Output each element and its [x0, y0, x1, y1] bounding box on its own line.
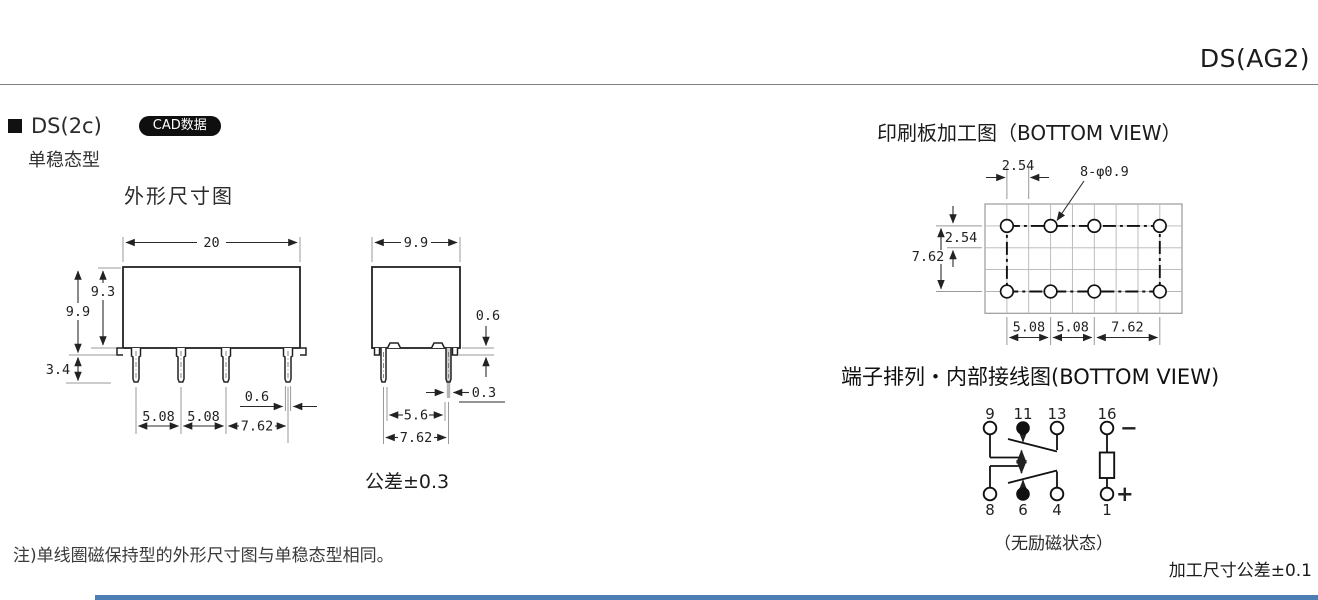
footer-accent-bar [95, 595, 1318, 600]
relay-body-front [122, 266, 301, 349]
coil-symbol [1098, 451, 1116, 479]
pcb-outline [984, 203, 1183, 314]
pcb-chain-outline [1005, 224, 1161, 293]
dim-front-pin-width: 0.6 [245, 389, 269, 405]
dim-pcb-col-b: 5.08 [1056, 320, 1089, 336]
pcb-grid [985, 204, 1182, 314]
footnote: 注)单线圈磁保持型的外形尺寸图与单稳态型相同。 [13, 546, 394, 566]
pin-cross-section-highlight [446, 380, 451, 398]
wiring-terminals [982, 420, 1115, 502]
header-rule [0, 84, 1318, 85]
dim-side-standoff: 0.6 [476, 308, 500, 324]
section-square-icon [8, 119, 22, 133]
dim-pcb-row-span: 7.62 [912, 249, 945, 265]
side-view-drawing: 9.9 0.6 0.3 5.6 7.62 [371, 235, 505, 446]
dim-side-width: 9.9 [404, 235, 428, 251]
dim-front-width: 20 [203, 235, 219, 251]
pcb-holes [999, 218, 1167, 299]
pin-label-11: 11 [1013, 405, 1032, 423]
page-title: DS(AG2) [1199, 44, 1310, 73]
dim-pcb-row-offset: 2.54 [945, 230, 978, 246]
dim-front-pitch-a: 5.08 [142, 409, 175, 425]
dim-front-body-height: 9.3 [91, 284, 115, 300]
terminal-6-filled [1016, 487, 1030, 501]
section-title: DS(2c) [31, 114, 102, 138]
dim-front-pitch-b: 5.08 [187, 409, 220, 425]
section-heading: DS(2c) CAD数据 [8, 114, 221, 138]
relay-body-side [371, 266, 461, 349]
pin-label-4: 4 [1052, 501, 1062, 519]
coil-plus-sign: + [1116, 482, 1134, 506]
dim-side-pin-thickness: 0.3 [472, 385, 496, 401]
pin-label-13: 13 [1047, 405, 1066, 423]
wiring-diagram-title: 端子排列・内部接线图(BOTTOM VIEW) [841, 365, 1220, 389]
dim-pcb-hole-note: 8-φ0.9 [1080, 164, 1129, 180]
cad-data-badge[interactable]: CAD数据 [138, 116, 221, 136]
process-tolerance-note: 加工尺寸公差±0.1 [1168, 561, 1312, 581]
wiring-diagram: 9 11 13 16 8 6 4 1 − + [982, 405, 1138, 519]
dim-pcb-col-c: 7.62 [1111, 320, 1144, 336]
section-subtitle: 单稳态型 [28, 150, 100, 171]
coil-minus-sign: − [1120, 416, 1138, 440]
dim-front-pitch-c: 7.62 [241, 419, 274, 435]
tolerance-note: 公差±0.3 [365, 471, 450, 493]
deenergized-state-note: （无励磁状态） [994, 534, 1113, 554]
dim-front-pin-length: 3.4 [46, 362, 70, 378]
pin-label-16: 16 [1097, 405, 1116, 423]
outline-drawing-title: 外形尺寸图 [124, 184, 234, 208]
pin-label-1: 1 [1102, 501, 1112, 519]
pin-label-8: 8 [985, 501, 995, 519]
pin-label-6: 6 [1018, 501, 1028, 519]
dim-side-inner-span: 5.6 [404, 408, 428, 424]
dim-pcb-pitch-top: 2.54 [1002, 158, 1035, 174]
dim-pcb-col-a: 5.08 [1013, 320, 1046, 336]
terminal-11-filled [1016, 421, 1030, 435]
pin-label-9: 9 [985, 405, 995, 423]
dim-side-pitch: 7.62 [400, 430, 433, 446]
dim-front-total-height: 9.9 [66, 304, 90, 320]
pcb-pattern-drawing: 2.54 8-φ0.9 2.54 7.62 5.08 5.08 7.62 [912, 158, 1183, 345]
pcb-pattern-title: 印刷板加工图（BOTTOM VIEW） [877, 121, 1182, 145]
front-view-drawing: 20 9.3 9.9 3.4 5.08 5.08 7.62 0.6 [46, 235, 317, 443]
front-pins [130, 348, 294, 383]
